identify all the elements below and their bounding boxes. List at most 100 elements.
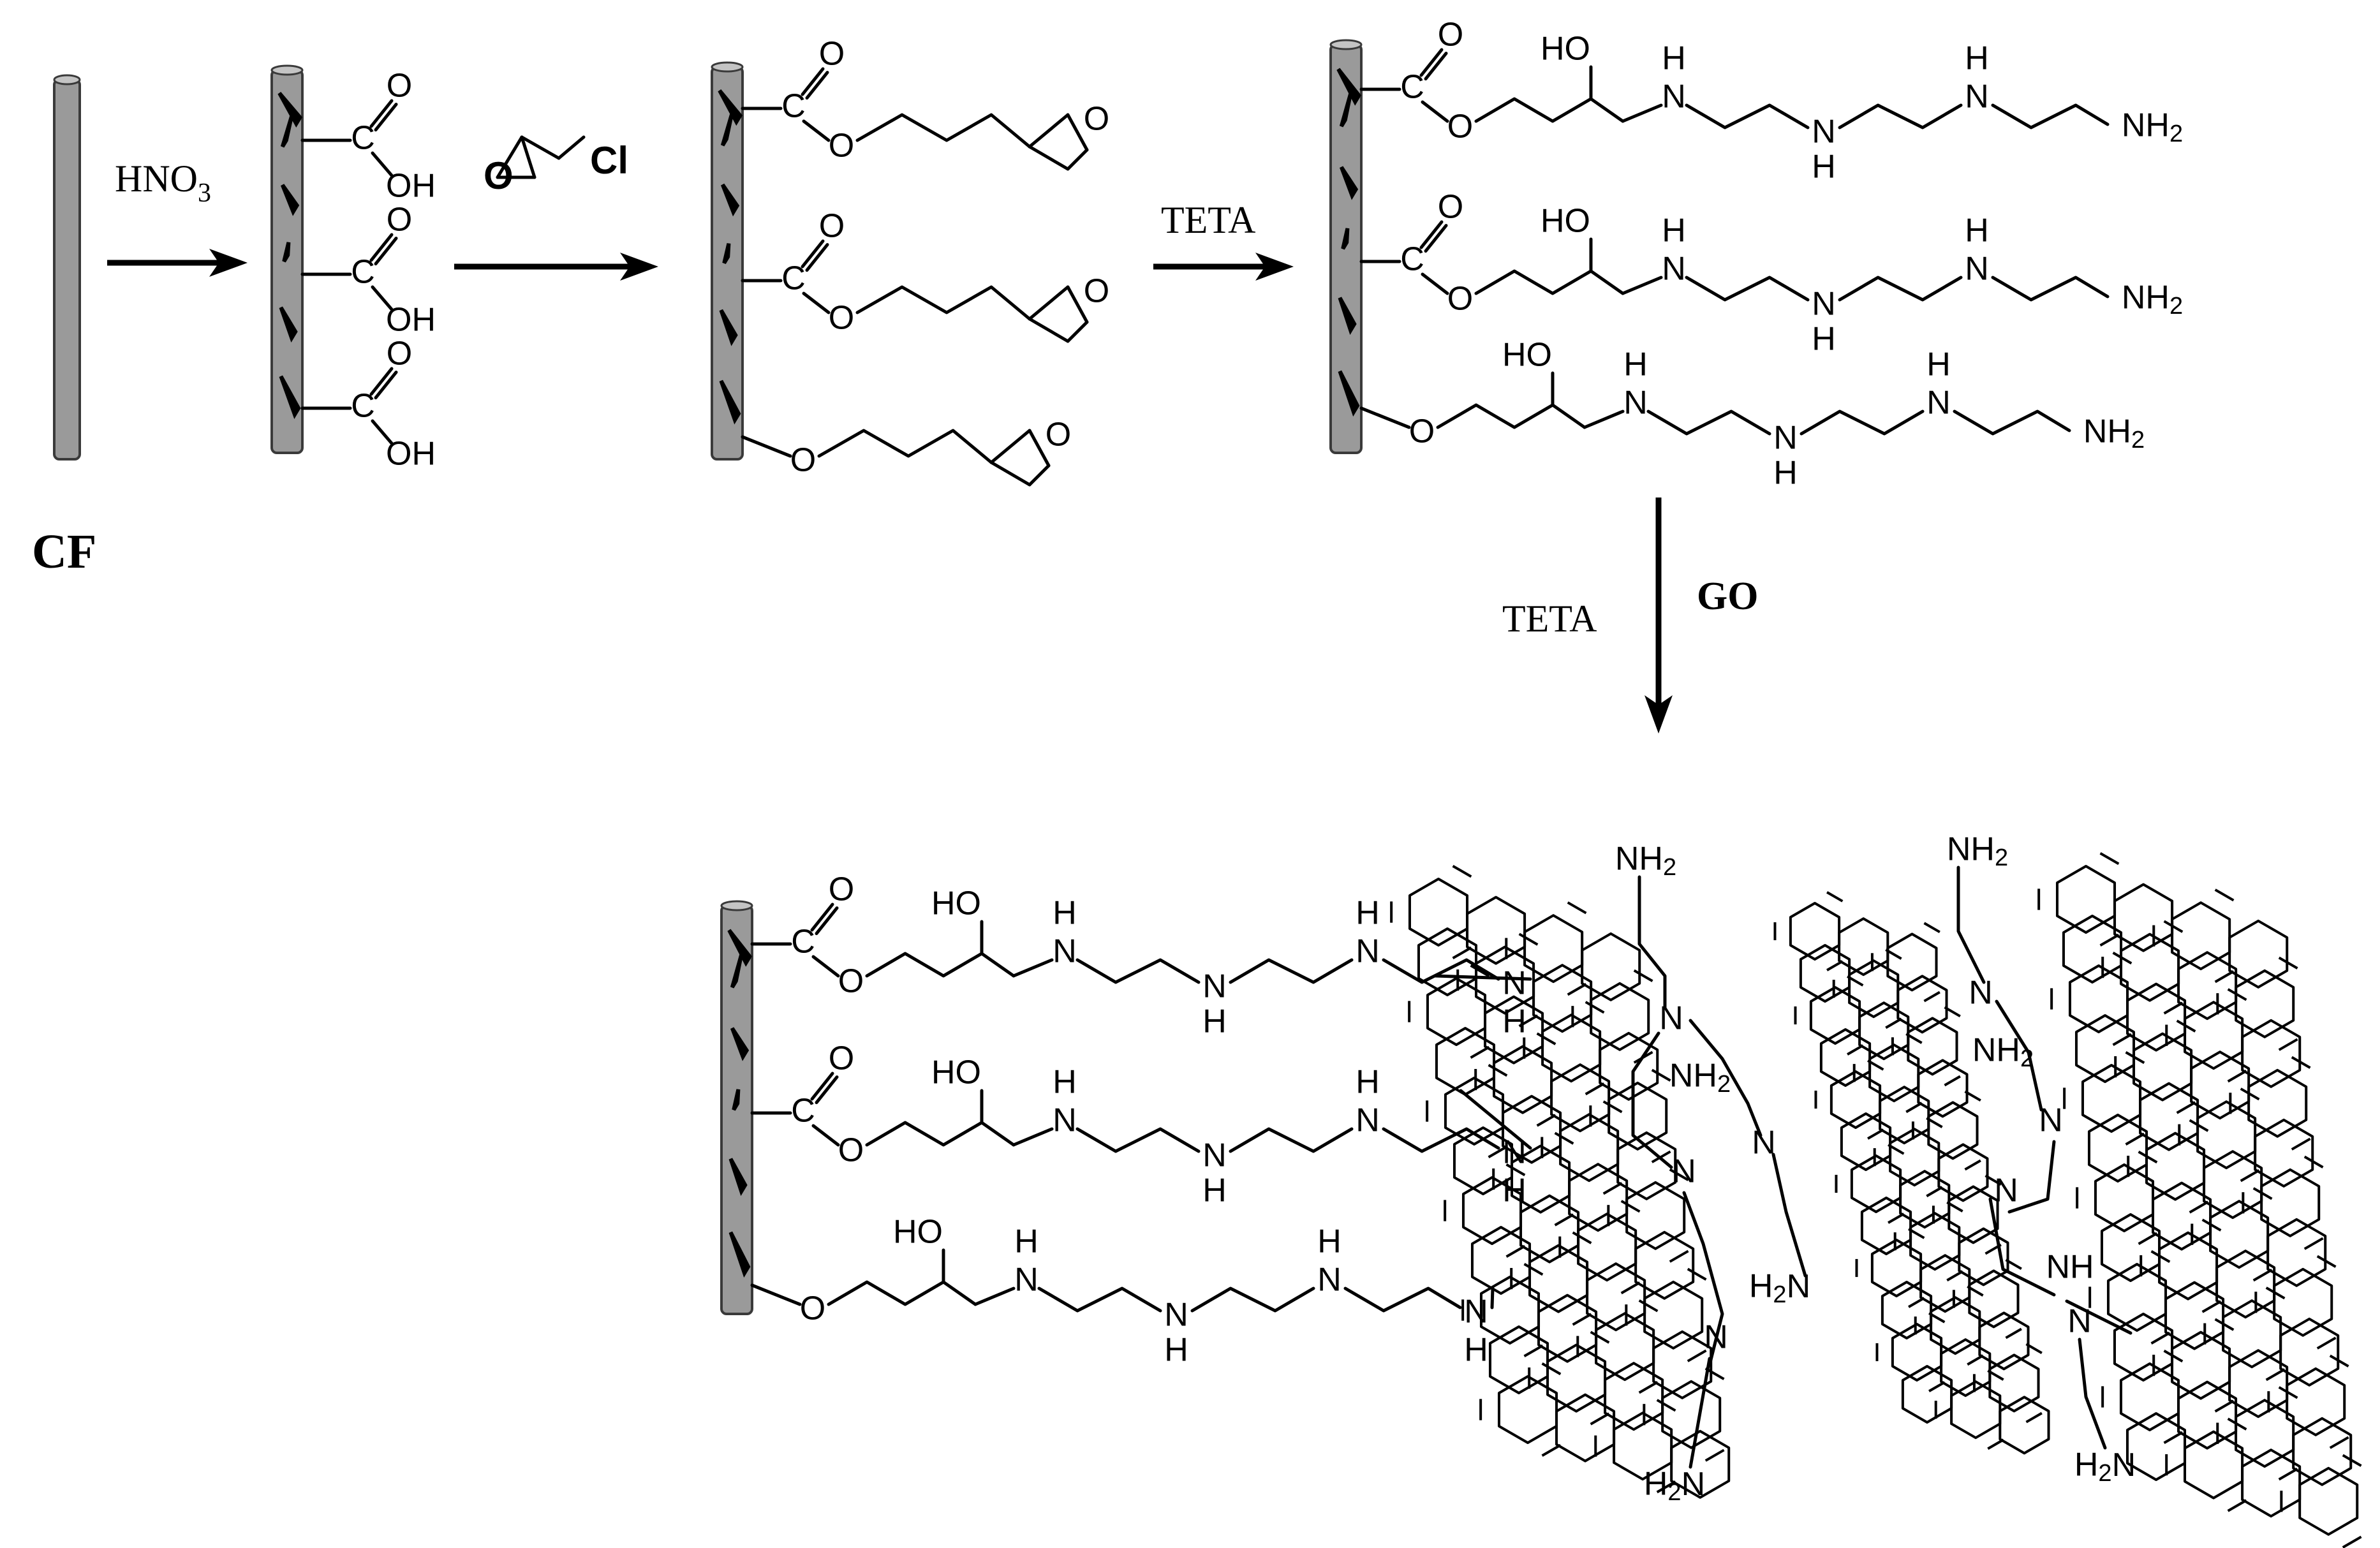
aromatic-ring: [2126, 982, 2187, 1052]
crosslink-chain: [1771, 1153, 1807, 1278]
ether-bond: [1359, 406, 1411, 429]
aromatic-double-bond: [1704, 1448, 1725, 1462]
aromatic-double-bond: [1944, 1075, 1961, 1087]
aromatic-ring: [2125, 1412, 2187, 1481]
aromatic-ring: [1848, 959, 1900, 1019]
aromatic-double-bond: [1669, 1249, 1689, 1263]
surface-defect: [1339, 92, 1353, 128]
amine-nitrogen: N: [1356, 933, 1380, 970]
hydroxyl-group: OH: [386, 168, 436, 205]
aromatic-ring: [1889, 1128, 1940, 1187]
epoxide-ring-bond: [1066, 113, 1089, 152]
aromatic-ring: [1634, 1230, 1695, 1300]
carbonyl-oxygen: O: [1438, 189, 1463, 226]
aromatic-ring: [1541, 1014, 1602, 1083]
aromatic-ring: [2171, 901, 2231, 971]
aromatic-ring: [1860, 1197, 1912, 1255]
amine-nitrogen: N: [1202, 968, 1227, 1005]
aromatic-double-bond: [1704, 1367, 1725, 1380]
aromatic-double-bond: [2227, 1070, 2247, 1083]
aromatic-ring: [1896, 975, 1948, 1034]
aromatic-ring: [1879, 1086, 1930, 1145]
carboxyl-carbon: C: [351, 254, 375, 291]
amine-bond: [1012, 958, 1054, 978]
aromatic-double-bond: [1452, 864, 1472, 878]
aromatic-ring: [2286, 1367, 2346, 1436]
aromatic-ring: [1577, 1213, 1637, 1282]
carbonyl-bond: [374, 371, 398, 400]
aromatic-ring: [2247, 1068, 2308, 1138]
aromatic-ring: [1502, 1095, 1562, 1164]
ester-carbon: C: [1400, 69, 1424, 106]
amide-link-nitrogen: N: [1464, 1294, 1488, 1331]
aromatic-double-bond: [2291, 1137, 2311, 1151]
aromatic-ring: [1559, 1113, 1620, 1183]
amine-nitrogen: N: [1662, 78, 1686, 115]
alkyl-chain: [855, 285, 1031, 321]
carbonyl-oxygen: O: [819, 208, 845, 245]
ethylene-bond: [1685, 276, 1810, 302]
carbonyl-bond: [369, 99, 394, 128]
aromatic-double-bond: [1888, 1213, 1905, 1224]
carbonyl-bond: [801, 239, 825, 269]
aromatic-double-bond: [2214, 970, 2235, 984]
oxidized-carbon-fiber: [270, 64, 304, 454]
aromatic-double-bond: [1518, 1014, 1539, 1028]
arrow-step1: [107, 249, 248, 277]
aromatic-ring: [1586, 1262, 1646, 1332]
ethylene-bond: [1190, 1286, 1315, 1313]
aromatic-ring: [2132, 1032, 2193, 1102]
aromatic-ring: [2164, 1281, 2225, 1350]
aromatic-ring: [1643, 1280, 1704, 1350]
arrow-step3: [1153, 253, 1294, 281]
ethylene-bond: [1343, 1286, 1462, 1313]
hydroxyl-group: HO: [1541, 31, 1590, 68]
chemical-bonds: [300, 48, 2132, 1469]
surface-defect: [1336, 68, 1362, 106]
aromatic-ring: [2177, 1380, 2238, 1450]
aromatic-double-bond: [1687, 1349, 1707, 1362]
aromatic-ring: [2190, 1050, 2251, 1120]
amine-hydrogen: H: [1202, 1172, 1227, 1209]
carbonyl-bond: [1419, 48, 1444, 77]
ethylene-bond: [1229, 958, 1354, 984]
aromatic-ring: [2171, 1331, 2231, 1400]
aromatic-ring: [2203, 1150, 2263, 1220]
amine-hydrogen: H: [1164, 1332, 1188, 1369]
fiber-end: [1329, 39, 1363, 50]
ether-oxygen: O: [800, 1290, 825, 1327]
crosslink-chain: [1988, 1197, 2056, 1297]
aromatic-double-bond: [2163, 920, 2184, 933]
aromatic-double-bond: [1656, 1399, 1676, 1412]
aromatic-double-bond: [1554, 1213, 1574, 1227]
aromatic-ring: [2120, 932, 2180, 1002]
aromatic-double-bond: [2252, 1269, 2273, 1282]
carbonyl-bond: [810, 903, 834, 932]
aromatic-ring: [1408, 878, 1469, 947]
carboxyl-carbon: C: [351, 388, 375, 425]
hydroxyl-bond: [371, 151, 394, 177]
aromatic-ring: [2196, 1100, 2257, 1170]
terminal-amine: NH2: [1947, 831, 2008, 871]
surface-defect: [277, 92, 303, 128]
aromatic-double-bond: [1946, 1201, 1963, 1213]
aromatic-ring: [1519, 1194, 1580, 1264]
aromatic-double-bond: [1923, 991, 1940, 1003]
aromatic-double-bond: [2138, 1232, 2158, 1246]
go-link-bond: [1490, 1286, 1495, 1309]
aromatic-double-bond: [1523, 1262, 1544, 1276]
ethylene-bond: [1953, 409, 2071, 436]
terminal-amine: H2N: [1749, 1268, 1810, 1308]
amide-link-hydrogen: H: [1502, 1172, 1526, 1209]
epoxide-ring-bond: [1028, 145, 1070, 171]
aromatic-ring: [2228, 919, 2289, 989]
hydroxyl-group: HO: [893, 1214, 943, 1251]
aromatic-ring: [1886, 932, 1938, 992]
aromatic-double-bond: [1928, 1381, 1946, 1392]
aromatic-ring: [1475, 945, 1535, 1015]
epichlorohydrin-cl-label: Cl: [590, 139, 628, 182]
surface-defect: [281, 184, 300, 216]
aromatic-double-bond: [1908, 1297, 1925, 1308]
amine-nitrogen: N: [1053, 1102, 1077, 1139]
